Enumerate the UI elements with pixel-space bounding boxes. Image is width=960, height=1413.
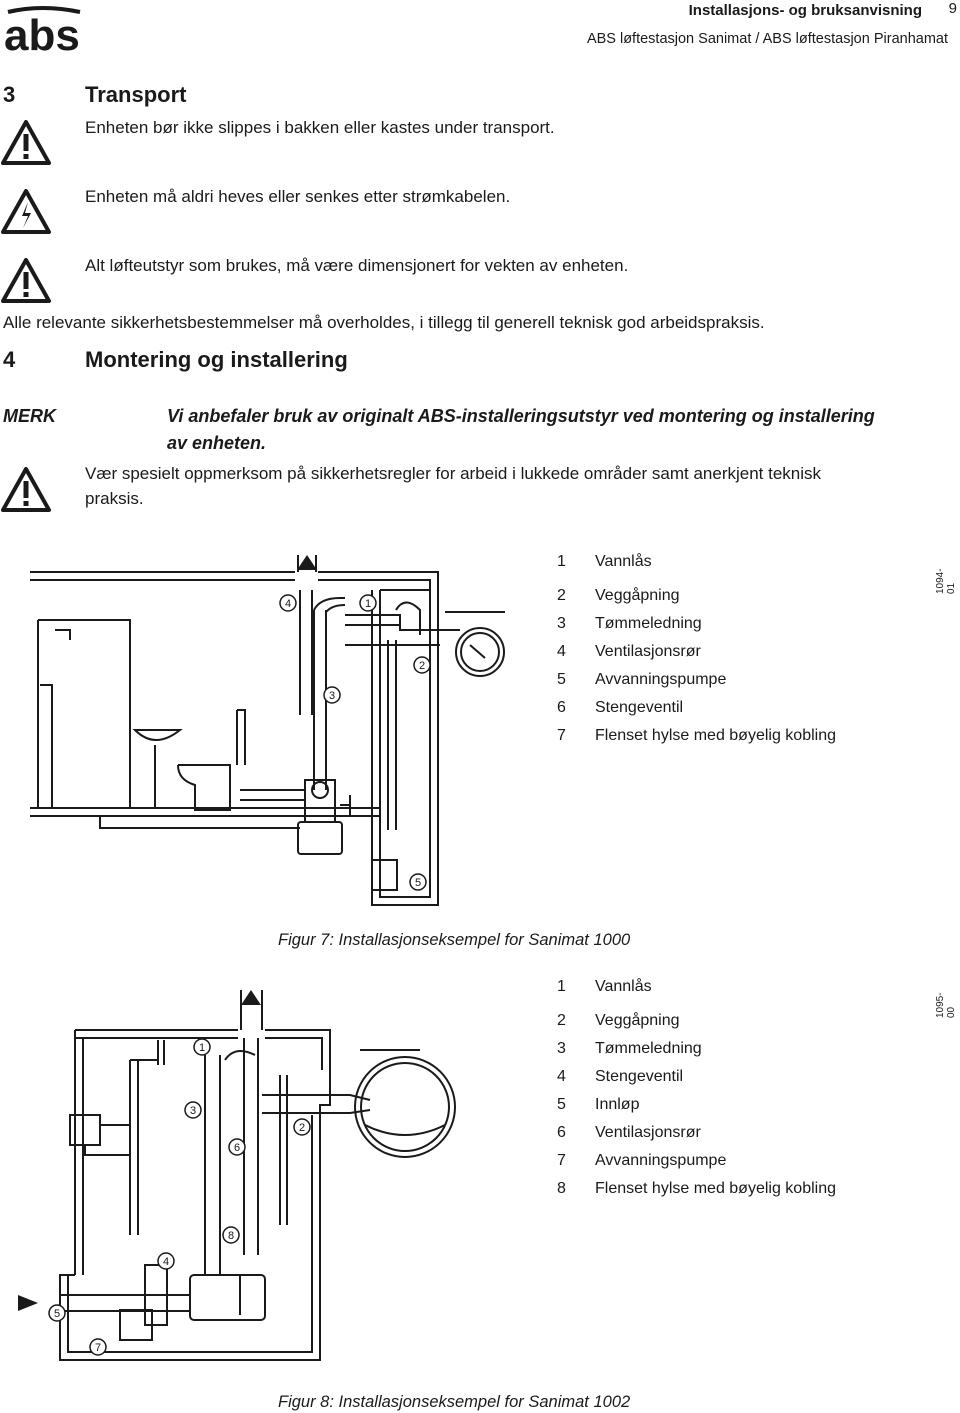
svg-text:1: 1 [365,598,371,610]
document-subtitle: ABS løftestasjon Sanimat / ABS løftestas… [586,31,948,47]
section-3-number: 3 [3,82,16,107]
note-label: MERK [3,406,56,426]
transport-line-2: Enheten må aldri heves eller senkes ette… [85,187,511,206]
warning-icon [1,467,51,512]
electrical-hazard-icon [1,189,51,234]
page-number: 9 [948,0,957,17]
document-title: Installasjons- og bruksanvisning [688,2,922,19]
figure-7-diagram: 4 1 3 2 5 [30,555,505,906]
svg-text:3: 3 [329,690,335,702]
svg-text:2: 2 [299,1122,305,1134]
svg-text:3: 3 [190,1105,196,1117]
warning-text-line-1: Vær spesielt oppmerksom på sikkerhetsreg… [85,464,822,483]
figure-7-code: 1094-01 [935,568,957,594]
note-text-line-2: av enheten. [167,433,267,453]
svg-text:5: 5 [415,877,421,889]
figure-8-caption: Figur 8: Installasjonseksempel for Sanim… [278,1393,631,1411]
transport-line-3: Alt løfteutstyr som brukes, må være dime… [85,256,629,275]
warning-icon [1,120,51,165]
warning-icon [1,258,51,303]
transport-line-1: Enheten bør ikke slippes i bakken eller … [85,118,555,137]
section-4-number: 4 [3,347,16,372]
note-text-line-1: Vi anbefaler bruk av originalt ABS-insta… [167,406,875,426]
svg-text:6: 6 [234,1142,240,1154]
warning-text-line-2: praksis. [85,489,144,508]
svg-text:5: 5 [54,1308,60,1320]
figure-8-diagram: 1 2 3 4 5 6 7 8 [18,990,456,1361]
svg-text:8: 8 [228,1230,234,1242]
section-4-title: Montering og installering [85,347,348,372]
abs-logo: abs [4,6,81,54]
section-3-title: Transport [85,82,187,107]
svg-text:2: 2 [419,660,425,672]
svg-text:4: 4 [163,1256,169,1268]
figure-8-code: 1095-00 [935,992,957,1018]
svg-text:4: 4 [285,598,291,610]
transport-line-4: Alle relevante sikkerhetsbestemmelser må… [3,313,765,332]
svg-text:1: 1 [199,1042,205,1054]
figure-7-caption: Figur 7: Installasjonseksempel for Sanim… [278,931,631,949]
svg-text:7: 7 [95,1342,101,1354]
svg-text:abs: abs [4,11,80,54]
